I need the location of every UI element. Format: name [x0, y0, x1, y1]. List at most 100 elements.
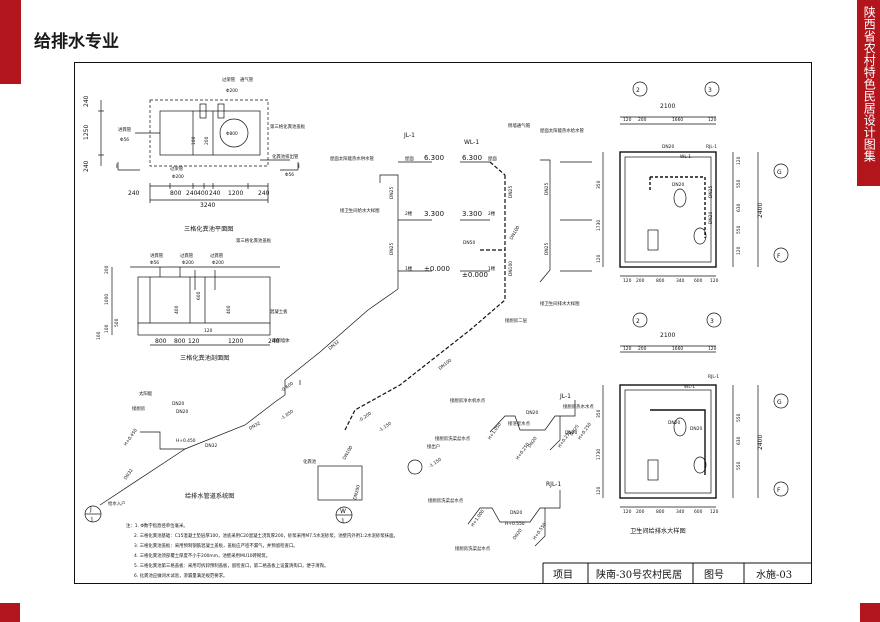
bath1-dim-left: 120 — [596, 254, 602, 263]
pipe-system-drawing — [84, 159, 592, 524]
septic-section-dim-v: 1000 — [104, 294, 110, 305]
system-label: 接厨房 — [132, 405, 146, 412]
system-marker: H+0.450 — [123, 428, 139, 448]
system-marker: DN32 — [123, 468, 135, 482]
title-block-drawing-no: 水施-03 — [756, 568, 792, 581]
pipe-size: DN25 — [508, 186, 514, 198]
bath1-dim-top: 120 — [708, 117, 717, 123]
kitchen-drain-height: H+0.550 — [505, 521, 525, 527]
bath1-label: RJL-1 — [706, 144, 717, 150]
kitchen-riser: JL-1 — [559, 393, 571, 400]
pipe-size: DN100 — [438, 357, 454, 371]
bath1-dim-left: 1730 — [596, 220, 602, 231]
septic-section-dim-inner: 600 — [196, 291, 202, 300]
system-marker: DN20 — [172, 401, 184, 407]
kitchen-height: H+0.250 — [515, 442, 531, 462]
bathroom-plan-1-drawing — [602, 81, 789, 277]
bath2-dim-bottom: 340 — [676, 509, 685, 515]
bath1-dim-bottom: 800 — [656, 278, 665, 284]
title-block-drawing-label: 图号 — [704, 569, 724, 581]
side-band-title: 陕西省农村特色民居设计图集 — [862, 6, 877, 162]
system-label: 侧墙通气帽 — [508, 122, 531, 129]
septic-section-dim-h: 800 — [174, 338, 186, 345]
bath1-label: DN20 — [708, 212, 714, 224]
septic-section-label: 砖砌墙体 — [272, 337, 290, 344]
septic-section-dim-h: 800 — [155, 338, 167, 345]
kitchen-detail-drawing — [467, 400, 576, 547]
left-accent-tab — [0, 0, 21, 84]
system-label: 接卫生间给水大样图 — [340, 207, 380, 214]
bath2-dim-right: 630 — [736, 436, 742, 445]
pipe-size: DN25 — [389, 187, 395, 199]
pipe-size: DN50 — [463, 240, 475, 246]
bath2-dim-bottom: 120 — [623, 509, 632, 515]
bath2-dim-left: 120 — [596, 486, 602, 495]
pipe-size: DN100 — [508, 261, 514, 276]
system-marker: -0.200 — [358, 410, 373, 423]
drawing-frame — [74, 62, 812, 584]
bath1-dim-top: 2100 — [660, 103, 675, 110]
kitchen-drain-height: H+0.550 — [532, 522, 548, 542]
bath2-dim-bottom: 800 — [656, 509, 665, 515]
title-block-project-label: 项目 — [553, 569, 573, 581]
note-line: 5. 三格化粪池第三格盖板：采用可拆卸预制盖板，留检查口，第二格盖板上设置清掏口… — [134, 562, 328, 569]
bath2-dim-left: 1730 — [596, 449, 602, 460]
section-mark: I — [116, 163, 118, 170]
axis-label: G — [777, 399, 782, 406]
bath2-label: RJL-1 — [708, 374, 719, 380]
kitchen-label: 接厨房净水机水点 — [450, 397, 486, 404]
bath2-caption: 卫生间给排水大样图 — [630, 527, 686, 535]
section-mark: I — [298, 163, 300, 170]
note-line: 注：1. Φ数字指直径单位毫米。 — [126, 522, 188, 529]
septic-plan-dim-h: 240 — [209, 190, 221, 197]
bath2-dim-top: 120 — [708, 346, 717, 352]
bath1-dim-bottom: 340 — [676, 278, 685, 284]
septic-plan-inner-dim: 200 — [204, 136, 210, 145]
bath1-dim-bottom: 120 — [623, 278, 632, 284]
pipe-size: DN25 — [389, 243, 395, 255]
septic-plan-label: 化粪池排出管 — [272, 153, 299, 160]
bath2-dim-right: 2400 — [757, 435, 764, 450]
bath2-dim-right: 550 — [736, 461, 742, 470]
pipe-size: DN32 — [248, 420, 262, 431]
septic-section-dim-h: 120 — [188, 338, 200, 345]
axis-label: 2 — [636, 87, 640, 94]
riser-label-jl: JL-1 — [403, 132, 415, 139]
axis-label: F — [777, 487, 781, 494]
kitchen-label: 接厨房热水水点 — [563, 403, 594, 410]
bath1-dim-top: 200 — [638, 117, 647, 123]
title-block-lines — [542, 562, 812, 584]
septic-plan-dim-h: 240 — [258, 190, 270, 197]
system-marker: -1.150 — [428, 456, 443, 469]
level-mark: 6.300 — [424, 154, 444, 162]
level-mark: 6.300 — [462, 154, 482, 162]
kitchen-height: H+1.050 — [487, 422, 503, 442]
axis-label: 3 — [708, 87, 712, 94]
kitchen-label: 接厨房洗菜盆水点 — [435, 435, 471, 442]
kitchen-size: DN20 — [526, 410, 538, 416]
septic-section-dim-inner: 120 — [204, 328, 213, 334]
septic-section-dim-v: 200 — [104, 265, 110, 274]
axis-label: F — [777, 253, 781, 260]
septic-plan-dim-v: 240 — [83, 160, 90, 172]
bottom-accent-right — [860, 603, 880, 622]
bath2-dim-right: 550 — [736, 413, 742, 422]
level-mark: 3.300 — [462, 210, 482, 218]
floor-mark: 2楼 — [488, 210, 496, 217]
septic-plan-dim-v: 1250 — [83, 125, 90, 140]
septic-section-dim-inner: 400 — [174, 305, 180, 314]
bottom-accent-left — [0, 603, 20, 622]
bath1-dim-bottom: 600 — [694, 278, 703, 284]
note-line: 6. 化粪池应做闭水试验，渗漏量满足规范要求。 — [134, 572, 227, 579]
septic-plan-label: 过梁管 — [222, 76, 236, 83]
system-label: 接厨房二层 — [505, 317, 528, 324]
system-marker: -1.150 — [378, 420, 393, 433]
bath1-dim-right: 120 — [736, 156, 742, 165]
septic-plan-inner-dim: 100 — [191, 136, 197, 145]
septic-section-label: 进粪管 — [150, 252, 164, 259]
bath2-label: DN20 — [690, 426, 702, 432]
kitchen-height: H+0.250 — [577, 422, 593, 442]
bath2-dim-top: 200 — [638, 346, 647, 352]
bath1-dim-right: 2400 — [757, 203, 764, 218]
kitchen-size: DN20 — [565, 430, 577, 436]
